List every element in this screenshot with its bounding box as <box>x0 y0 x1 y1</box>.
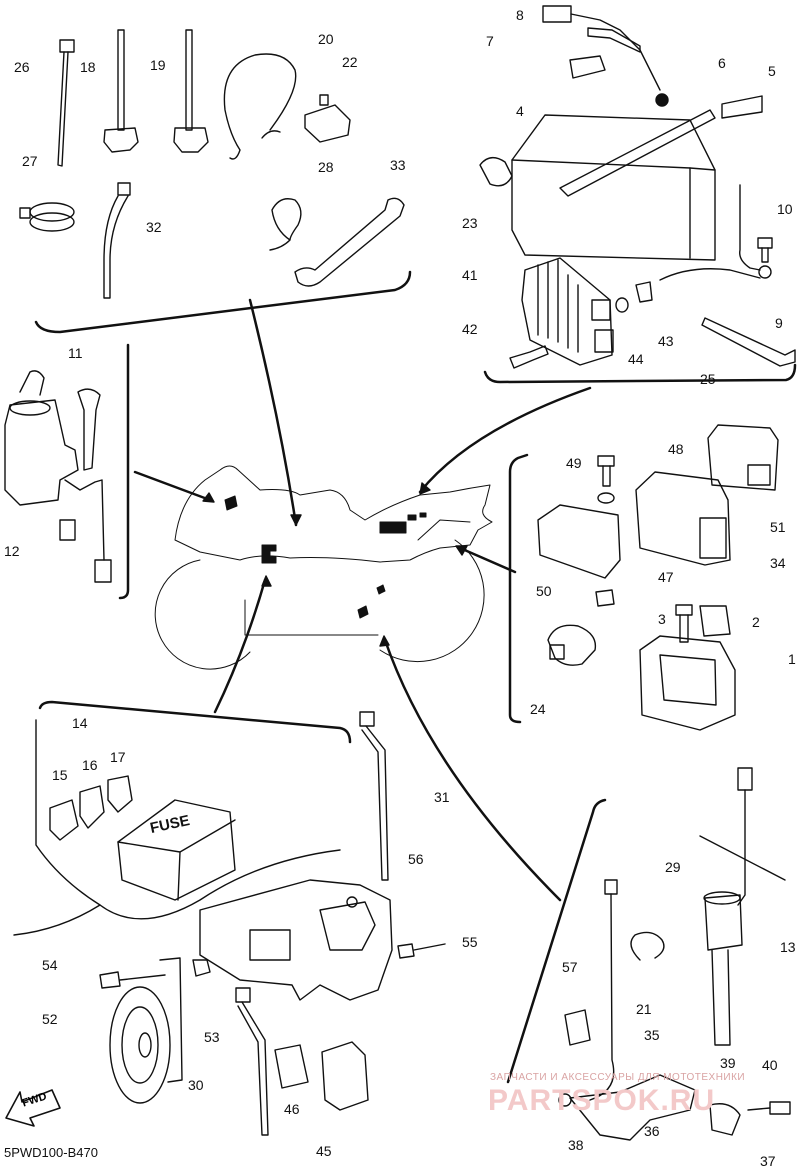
callout-4: 4 <box>516 103 524 119</box>
callout-28: 28 <box>318 159 334 175</box>
callout-15: 15 <box>52 767 68 783</box>
callout-11: 11 <box>68 345 83 361</box>
callout-34: 34 <box>770 555 786 571</box>
callout-21: 21 <box>636 1001 652 1017</box>
callout-1: 1 <box>788 651 796 667</box>
callout-30: 30 <box>188 1077 204 1093</box>
callout-46: 46 <box>284 1101 300 1117</box>
callout-29: 29 <box>665 859 681 875</box>
callout-50: 50 <box>536 583 552 599</box>
callout-37: 37 <box>760 1153 776 1169</box>
callout-53: 53 <box>204 1029 220 1045</box>
callout-47: 47 <box>658 569 674 585</box>
top-right-parts <box>479 5 796 369</box>
callout-51: 51 <box>770 519 786 535</box>
callout-6: 6 <box>718 55 726 71</box>
callout-18: 18 <box>80 59 96 75</box>
top-left-parts <box>19 29 405 299</box>
callout-31: 31 <box>434 789 450 805</box>
callout-52: 52 <box>42 1011 58 1027</box>
callout-38: 38 <box>568 1137 584 1153</box>
callout-26: 26 <box>14 59 30 75</box>
callout-45: 45 <box>316 1143 332 1159</box>
callout-20: 20 <box>318 31 334 47</box>
callout-27: 27 <box>22 153 38 169</box>
callout-10: 10 <box>777 201 793 217</box>
callout-19: 19 <box>150 57 166 73</box>
callout-33: 33 <box>390 157 406 173</box>
callout-36: 36 <box>644 1123 660 1139</box>
callout-40: 40 <box>762 1057 778 1073</box>
callout-12: 12 <box>4 543 20 559</box>
callout-17: 17 <box>110 749 126 765</box>
callout-8: 8 <box>516 7 524 23</box>
callout-55: 55 <box>462 934 478 950</box>
main-switch-parts <box>4 370 112 583</box>
callout-54: 54 <box>42 957 58 973</box>
callout-13: 13 <box>780 939 796 955</box>
callout-44: 44 <box>628 351 644 367</box>
callout-48: 48 <box>668 441 684 457</box>
group-frames <box>34 270 797 1084</box>
fuse-box-parts <box>13 711 446 1136</box>
callout-25: 25 <box>700 371 716 387</box>
callout-24: 24 <box>530 701 546 717</box>
motorcycle-outline <box>154 465 493 670</box>
callout-49: 49 <box>566 455 582 471</box>
callout-57: 57 <box>562 959 578 975</box>
callout-32: 32 <box>146 219 162 235</box>
callout-42: 42 <box>462 321 478 337</box>
callout-22: 22 <box>342 54 358 70</box>
watermark-brand: PARTSPOK.RU <box>488 1084 716 1117</box>
callout-5: 5 <box>768 63 776 79</box>
callout-43: 43 <box>658 333 674 349</box>
watermark-tagline: ЗАПЧАСТИ И АКСЕССУАРЫ ДЛЯ МОТОТЕХНИКИ <box>490 1072 746 1083</box>
switch-parts <box>558 767 791 1141</box>
callout-2: 2 <box>752 614 760 630</box>
callout-16: 16 <box>82 757 98 773</box>
callout-23: 23 <box>462 215 478 231</box>
callout-56: 56 <box>408 851 424 867</box>
callout-7: 7 <box>486 33 494 49</box>
relay-parts <box>537 424 779 731</box>
callout-3: 3 <box>658 611 666 627</box>
callout-35: 35 <box>644 1027 660 1043</box>
callout-39: 39 <box>720 1055 736 1071</box>
diagram-code: 5PWD100-B470 <box>4 1145 98 1160</box>
callout-41: 41 <box>462 267 478 283</box>
fwd-arrow <box>5 1089 61 1127</box>
callout-14: 14 <box>72 715 88 731</box>
callout-9: 9 <box>775 315 783 331</box>
